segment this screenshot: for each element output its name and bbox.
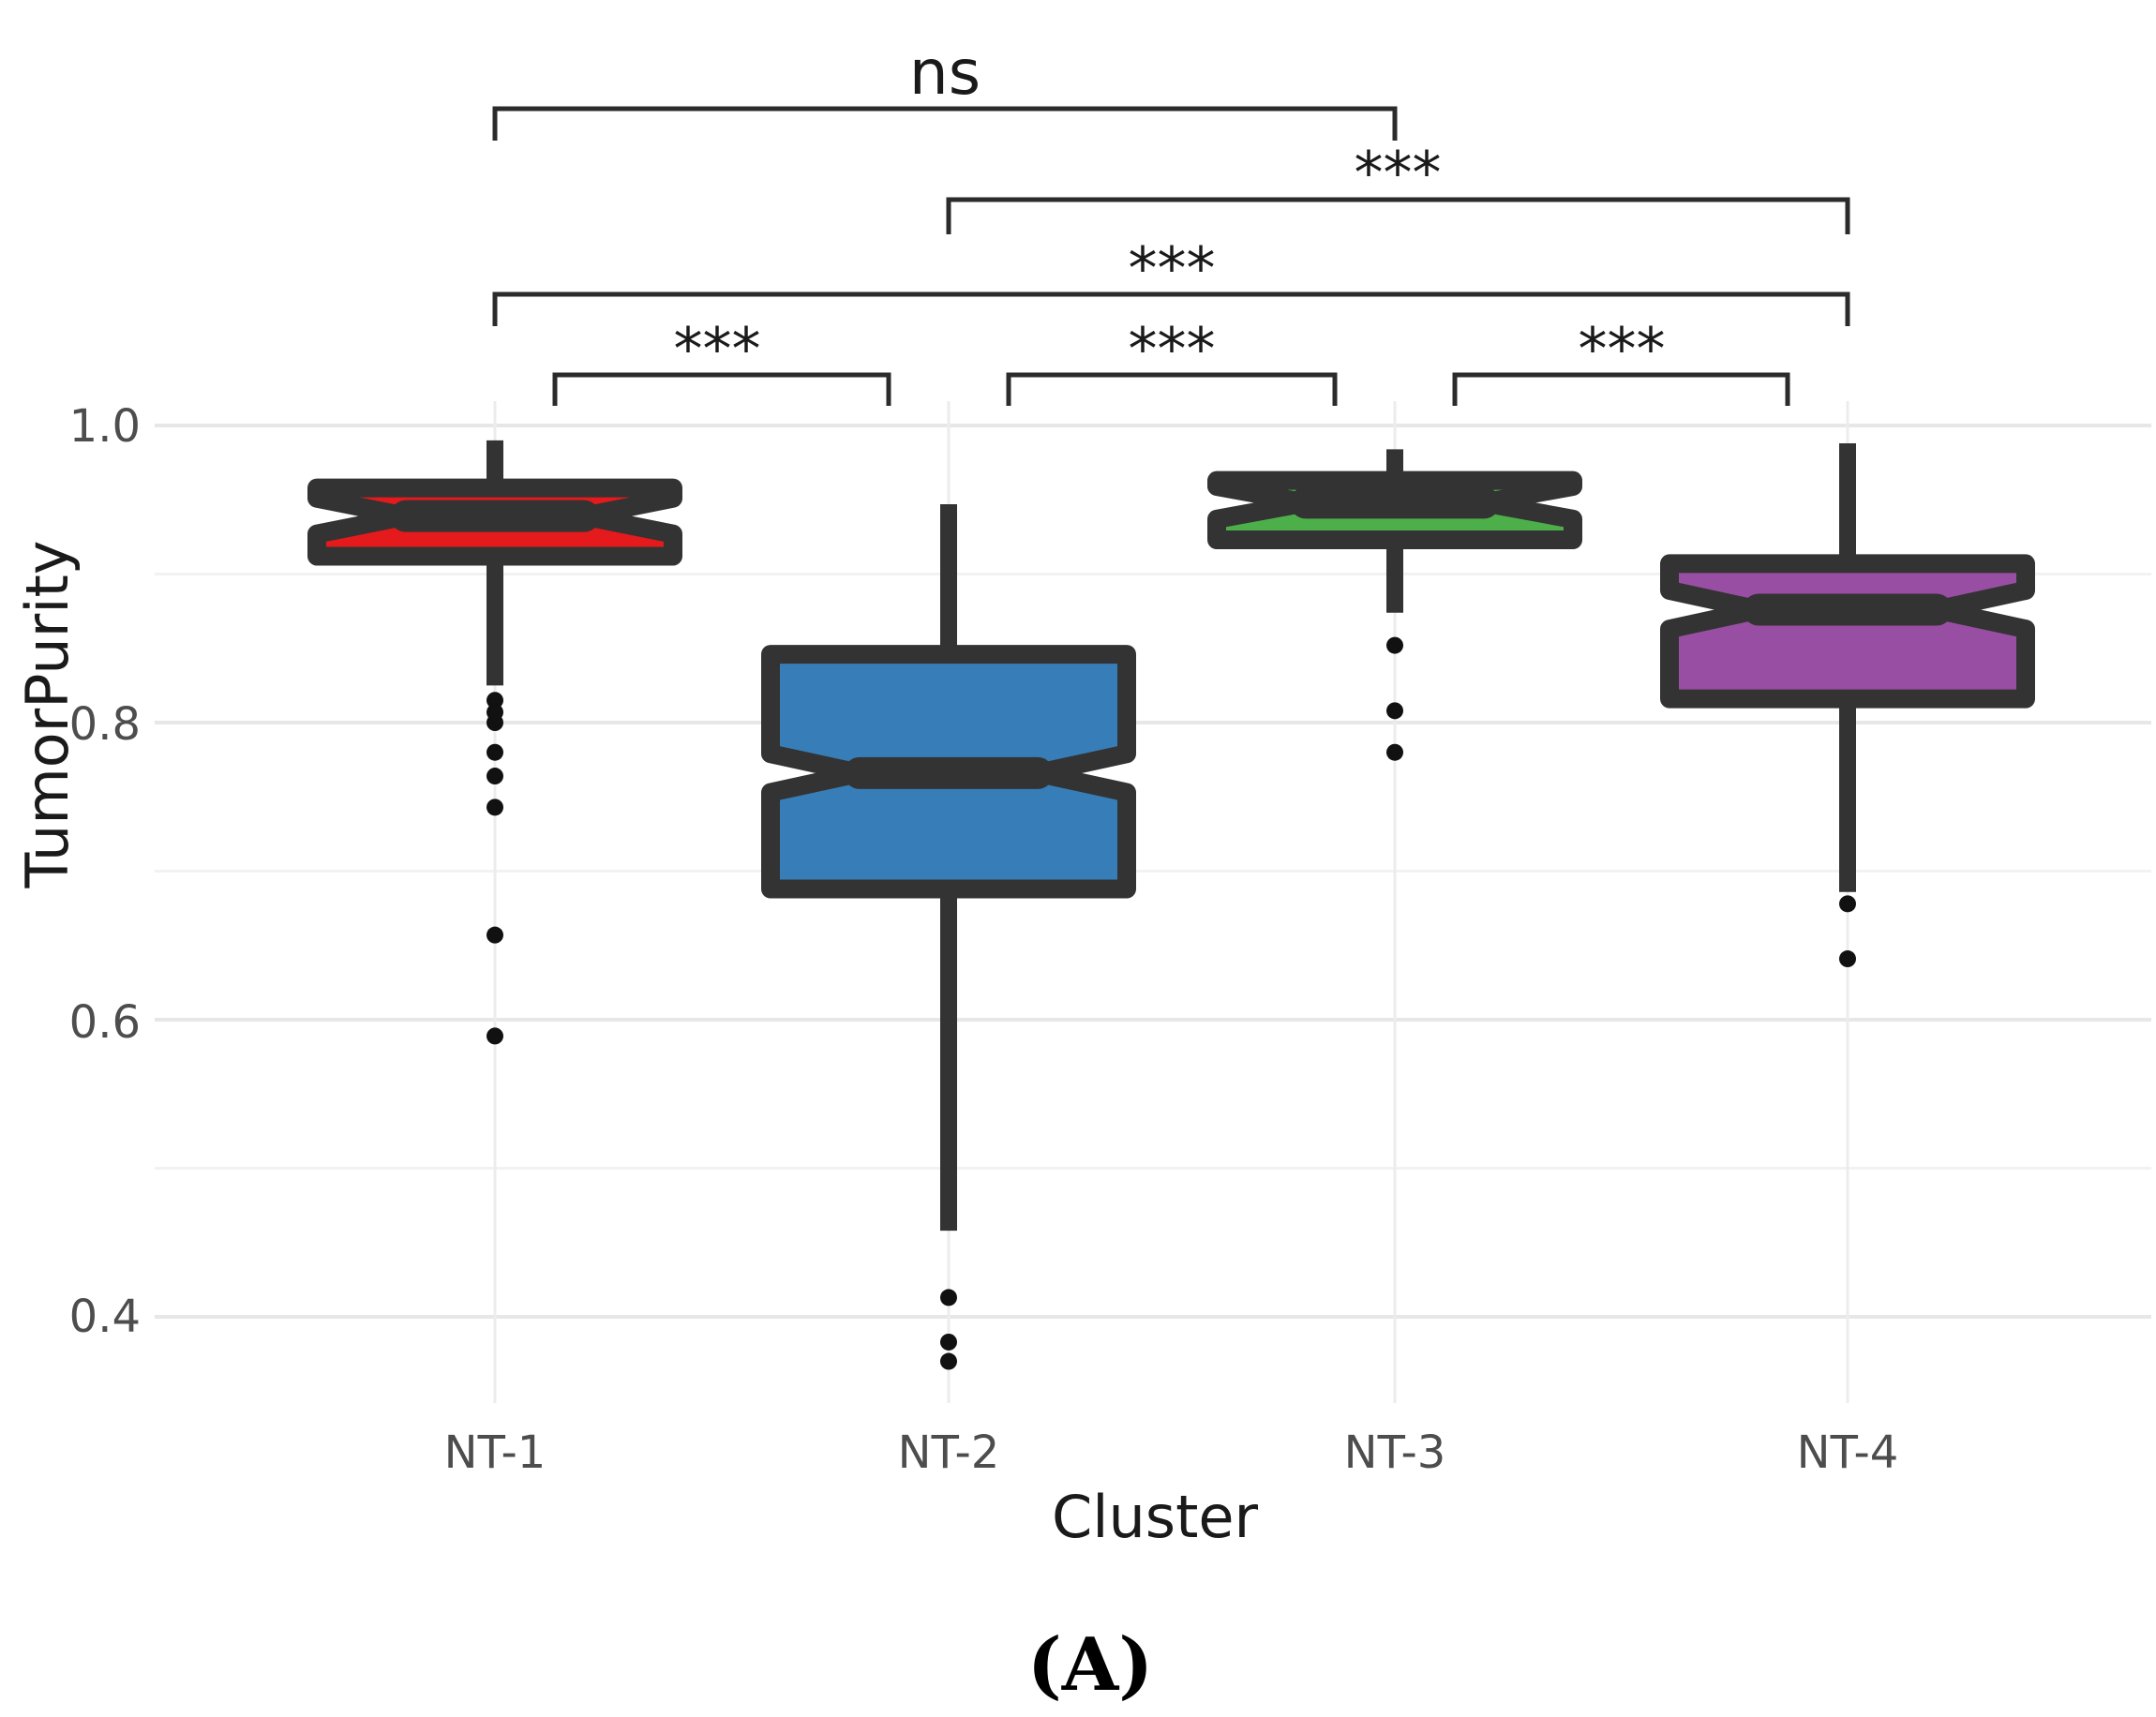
sig-label-nt1-nt2: *** (674, 315, 761, 383)
y-axis-title: TumorPurity (13, 541, 82, 889)
panel-label: (A) (1027, 1622, 1153, 1708)
x-tick-nt4: NT-4 (1797, 1426, 1899, 1479)
plot-shapes (155, 106, 2151, 1403)
x-tick-nt1: NT-1 (444, 1426, 546, 1479)
y-tick-0.6: 0.6 (69, 996, 141, 1049)
sig-label-nt1-nt3: ns (909, 37, 981, 109)
sig-label-nt2-nt3: *** (1129, 315, 1216, 383)
sig-label-nt1-nt4: *** (1129, 234, 1216, 303)
y-tick-0.8: 0.8 (69, 698, 141, 751)
sig-label-nt3-nt4: *** (1579, 315, 1666, 383)
y-tick-1.0: 1.0 (69, 400, 141, 453)
sig-label-nt2-nt4: *** (1355, 139, 1442, 207)
x-tick-nt2: NT-2 (898, 1426, 1000, 1479)
x-tick-nt3: NT-3 (1344, 1426, 1446, 1479)
x-axis-title: Cluster (1052, 1483, 1259, 1551)
y-tick-0.4: 0.4 (69, 1291, 141, 1343)
